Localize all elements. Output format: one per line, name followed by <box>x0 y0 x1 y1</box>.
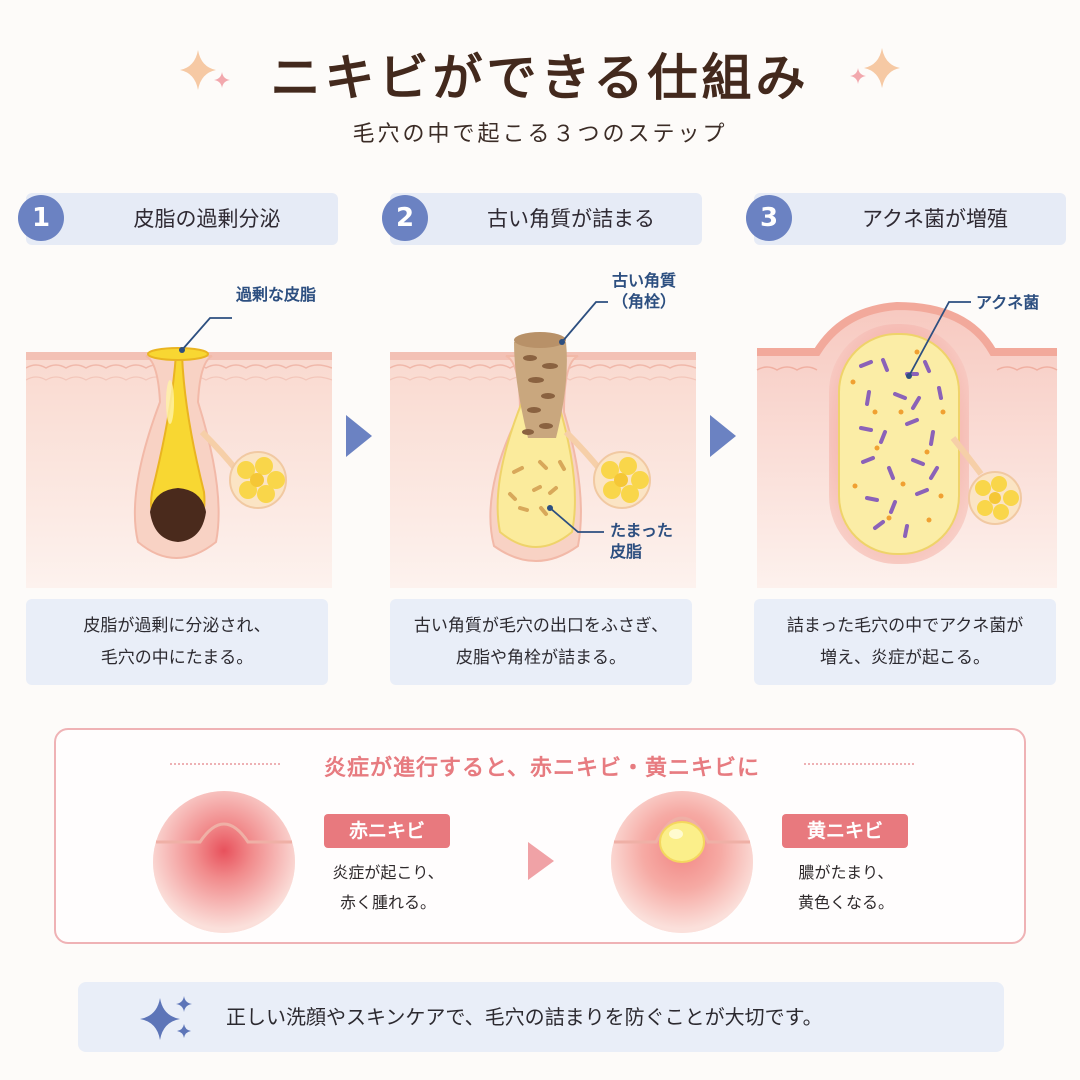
arrow-right-icon <box>710 415 736 457</box>
step-3-illustration <box>756 301 1058 588</box>
yellow-pimple-description-line-1: 膿がたまり、 <box>798 863 894 882</box>
step-1-description-line-1: 皮脂が過剰に分泌され、 <box>83 616 271 636</box>
accumulated-sebum-callout: たまった 皮脂 <box>610 520 673 562</box>
step-2-title: 古い角質が詰まる <box>487 207 655 231</box>
step-2-number-badge: 2 <box>382 195 428 241</box>
step-3-description-line-1: 詰まった毛穴の中でアクネ菌が <box>786 616 1024 636</box>
sparkle-icon <box>140 996 192 1040</box>
step-2-description-line-1: 古い角質が毛穴の出口をふさぎ、 <box>413 616 669 636</box>
step-2-illustration <box>390 301 696 588</box>
arrow-right-icon <box>346 415 372 457</box>
step-3-description: 詰まった毛穴の中でアクネ菌が 増え、炎症が起こる。 <box>754 599 1056 685</box>
step-1-description-line-2: 毛穴の中にたまる。 <box>100 648 254 668</box>
red-pimple-illustration <box>153 791 295 933</box>
acne-bacteria-callout: アクネ菌 <box>976 293 1040 312</box>
arrow-right-icon <box>528 842 554 880</box>
step-2-header: 2 古い角質が詰まる <box>382 193 702 245</box>
sparkle-icon <box>180 50 230 90</box>
red-pimple-description: 炎症が起こり、 赤く腫れる。 <box>318 858 458 918</box>
page-subtitle: 毛穴の中で起こる３つのステップ <box>352 122 728 147</box>
red-pimple-badge: 赤ニキビ <box>324 814 450 848</box>
old-keratin-callout: 古い角質 （角栓） <box>612 270 676 312</box>
keratin-plug-label: （角栓） <box>612 292 677 311</box>
skincare-tip-text: 正しい洗顔やスキンケアで、毛穴の詰まりを防ぐことが大切です。 <box>226 1005 823 1029</box>
dotted-divider <box>170 763 280 765</box>
step-1-illustration <box>26 317 332 588</box>
sebum-label: 皮脂 <box>610 542 643 561</box>
yellow-pimple-illustration <box>611 791 753 933</box>
step-2-description-line-2: 皮脂や角栓が詰まる。 <box>456 648 626 668</box>
step-2-description: 古い角質が毛穴の出口をふさぎ、 皮脂や角栓が詰まる。 <box>390 599 692 685</box>
step-1-title: 皮脂の過剰分泌 <box>133 207 281 231</box>
page-title: ニキビができる仕組み <box>270 49 810 107</box>
old-keratin-label: 古い角質 <box>612 271 677 290</box>
accumulated-label: たまった <box>610 521 673 540</box>
yellow-pimple-badge: 黄ニキビ <box>782 814 908 848</box>
inflammation-progression-panel: 炎症が進行すると、赤ニキビ・黄ニキビに 赤ニキビ 炎症が起こり、 赤く腫れる。 … <box>54 728 1026 944</box>
step-3-title: アクネ菌が増殖 <box>862 207 1008 231</box>
step-3-description-line-2: 増え、炎症が起こる。 <box>819 648 990 668</box>
progression-title: 炎症が進行すると、赤ニキビ・黄ニキビに <box>323 756 761 781</box>
step-3-number-badge: 3 <box>746 195 792 241</box>
step-3-header: 3 アクネ菌が増殖 <box>746 193 1066 245</box>
step-1-description: 皮脂が過剰に分泌され、 毛穴の中にたまる。 <box>26 599 328 685</box>
yellow-pimple-description-line-2: 黄色くなる。 <box>797 893 894 912</box>
red-pimple-description-line-1: 炎症が起こり、 <box>332 863 444 882</box>
step-1-header: 1 皮脂の過剰分泌 <box>18 193 338 245</box>
red-pimple-description-line-2: 赤く腫れる。 <box>339 893 436 912</box>
step-1-number-badge: 1 <box>18 195 64 241</box>
dotted-divider <box>804 763 914 765</box>
skincare-tip-bar: 正しい洗顔やスキンケアで、毛穴の詰まりを防ぐことが大切です。 <box>78 982 1004 1052</box>
yellow-pimple-description: 膿がたまり、 黄色くなる。 <box>776 858 916 918</box>
excess-sebum-callout: 過剰な皮脂 <box>236 285 317 304</box>
sparkle-icon <box>850 48 900 88</box>
